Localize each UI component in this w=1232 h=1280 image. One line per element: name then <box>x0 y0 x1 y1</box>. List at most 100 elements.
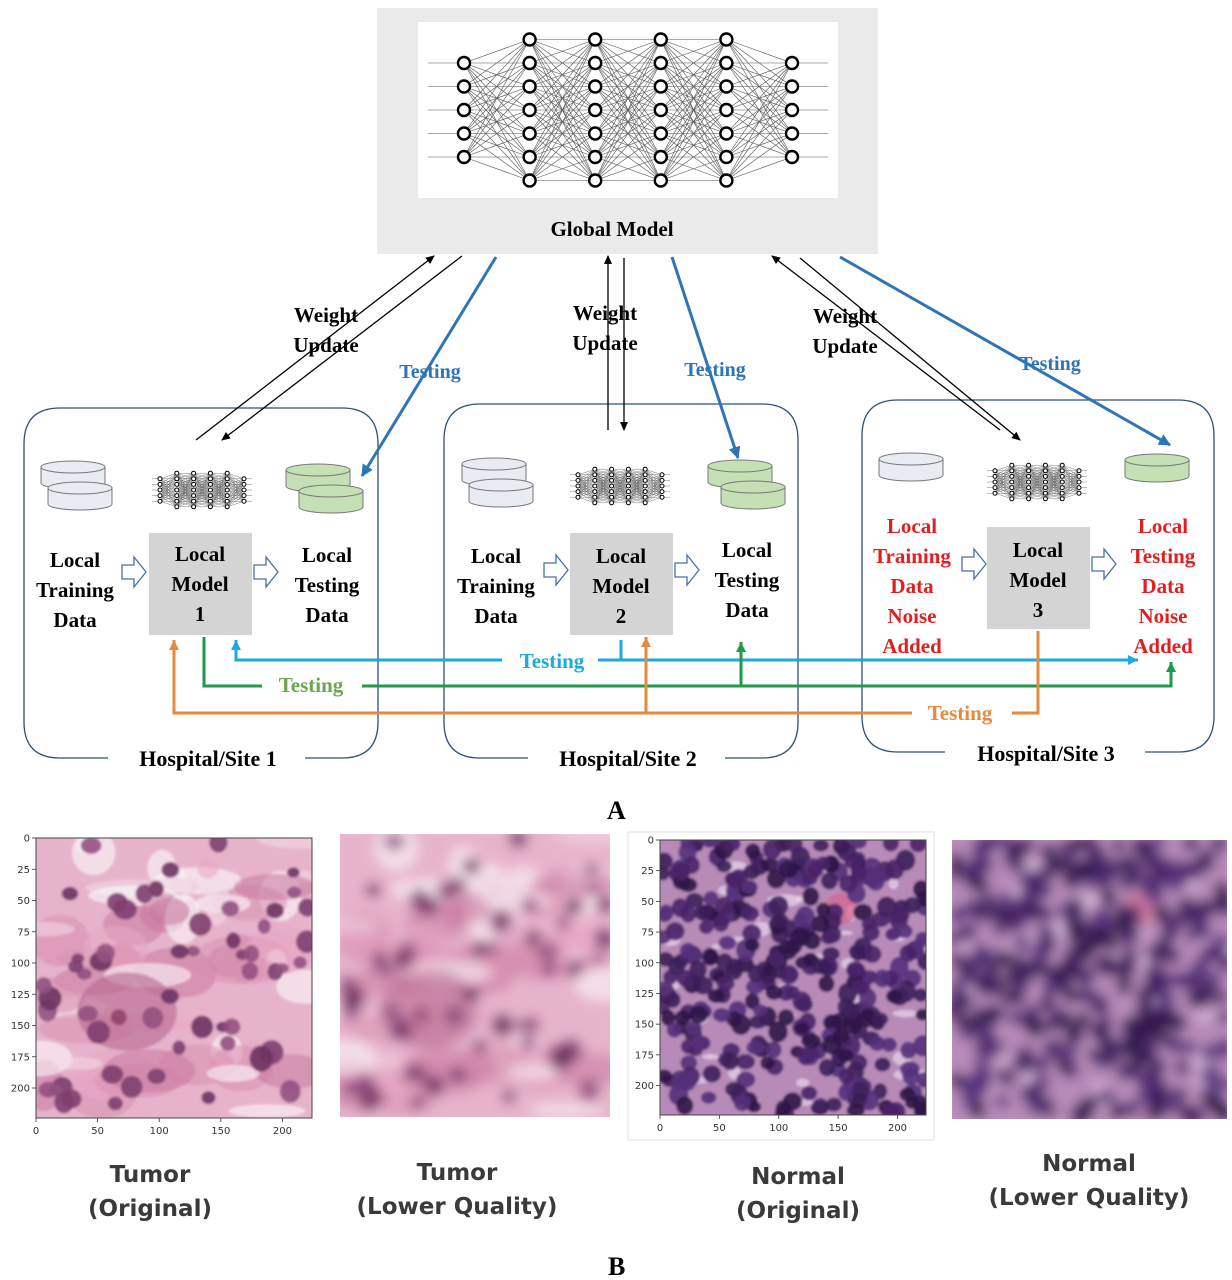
local-models <box>149 527 1090 635</box>
x-tick-label: 50 <box>713 1123 726 1134</box>
y-tick-label: 200 <box>11 1084 30 1095</box>
y-tick-label: 175 <box>11 1052 30 1063</box>
caption-normal-lowq: Normal(Lower Quality) <box>988 1151 1190 1211</box>
y-tick-label: 75 <box>17 927 30 938</box>
site-2: Hospital/Site 2 <box>443 403 799 771</box>
svg-text:Noise: Noise <box>888 604 937 628</box>
noisy-data-labels: Local Training Data Noise Added Local Te… <box>873 514 1196 658</box>
panel-a-letter: A <box>607 796 626 825</box>
x-tick-label: 50 <box>91 1126 104 1137</box>
data-cylinder-icon <box>298 484 364 514</box>
svg-text:Training: Training <box>36 578 114 602</box>
svg-text:1: 1 <box>195 602 206 626</box>
svg-text:2: 2 <box>616 604 627 628</box>
cross-testing-cyan-label: Testing <box>520 649 585 673</box>
local-model-labels: Local Model 1 Local Model 2 Local Model … <box>171 538 1066 628</box>
y-tick-label: 100 <box>11 959 30 970</box>
y-tick-label: 0 <box>24 834 30 845</box>
svg-text:Update: Update <box>293 333 358 357</box>
data-cylinders <box>40 452 1190 514</box>
svg-text:Data: Data <box>1141 574 1185 598</box>
svg-text:Weight: Weight <box>294 303 358 327</box>
y-tick-label: 50 <box>17 896 30 907</box>
svg-text:Data: Data <box>890 574 934 598</box>
svg-text:Testing: Testing <box>715 568 780 592</box>
svg-text:Local: Local <box>887 514 937 538</box>
x-tick-label: 150 <box>829 1123 848 1134</box>
svg-text:Weight: Weight <box>573 301 637 325</box>
x-tick-label: 200 <box>888 1123 907 1134</box>
svg-text:Local: Local <box>175 542 225 566</box>
global-model-label: Global Model <box>550 217 673 241</box>
flow-arrow-icon <box>961 547 987 581</box>
svg-text:Noise: Noise <box>1139 604 1188 628</box>
svg-text:Added: Added <box>882 634 942 658</box>
x-tick-label: 0 <box>33 1126 39 1137</box>
flow-arrow-icon <box>543 553 569 587</box>
caption-normal-original: Normal(Original) <box>736 1164 860 1224</box>
y-tick-label: 25 <box>17 865 30 876</box>
data-cylinder-icon <box>468 478 534 508</box>
panel-b-letter: B <box>608 1252 626 1280</box>
svg-text:Update: Update <box>812 334 877 358</box>
svg-text:Local: Local <box>596 544 646 568</box>
local-network-icon <box>987 462 1087 502</box>
svg-text:3: 3 <box>1033 598 1044 622</box>
data-labels: Local Training Data Local Testing Data L… <box>36 538 780 632</box>
flow-arrow-icon <box>121 555 147 589</box>
svg-text:Data: Data <box>53 608 97 632</box>
global-network-icon <box>428 32 828 188</box>
local-network-icons <box>152 462 1087 510</box>
caption-tumor-original: Tumor(Original) <box>88 1162 212 1222</box>
site-1-label: Hospital/Site 1 <box>139 746 277 771</box>
svg-text:Local: Local <box>1013 538 1063 562</box>
y-tick-label: 175 <box>635 1050 654 1061</box>
flow-arrow-icon <box>1091 547 1117 581</box>
data-cylinder-icon <box>47 481 113 511</box>
cross-testing-cyan <box>231 640 1138 665</box>
svg-text:Training: Training <box>873 544 951 568</box>
svg-text:Weight: Weight <box>813 304 877 328</box>
x-tick-label: 100 <box>150 1126 169 1137</box>
svg-text:Data: Data <box>725 598 769 622</box>
global-testing-labels: Testing Testing Testing <box>399 353 1081 383</box>
flow-arrows <box>121 547 1117 589</box>
site-3-label: Hospital/Site 3 <box>977 741 1115 766</box>
svg-text:Testing: Testing <box>1131 544 1196 568</box>
svg-text:Added: Added <box>1133 634 1193 658</box>
cross-testing-orange <box>169 631 1040 715</box>
data-cylinder-icon <box>1124 453 1190 483</box>
y-tick-label: 0 <box>648 836 654 847</box>
y-tick-label: 50 <box>641 897 654 908</box>
cross-testing-green-label: Testing <box>279 673 344 697</box>
y-tick-label: 150 <box>635 1020 654 1031</box>
y-tick-label: 100 <box>635 958 654 969</box>
weight-update-arrows <box>195 255 1021 441</box>
svg-text:Testing: Testing <box>399 361 461 383</box>
y-tick-label: 200 <box>635 1081 654 1092</box>
svg-text:Local: Local <box>50 548 100 572</box>
local-network-icon <box>570 466 670 506</box>
data-cylinder-icon <box>720 480 786 510</box>
y-tick-label: 75 <box>641 928 654 939</box>
svg-text:Data: Data <box>474 604 518 628</box>
svg-text:Model: Model <box>1009 568 1066 592</box>
svg-text:Model: Model <box>171 572 228 596</box>
tumor-lowq-image <box>340 834 610 1117</box>
y-tick-label: 150 <box>11 1021 30 1032</box>
data-cylinder-icon <box>878 452 944 482</box>
x-tick-label: 0 <box>657 1123 663 1134</box>
caption-tumor-lowq: Tumor(Lower Quality) <box>356 1160 558 1220</box>
flow-arrow-icon <box>674 553 700 587</box>
y-tick-label: 25 <box>641 866 654 877</box>
svg-text:Data: Data <box>305 603 349 627</box>
svg-text:Testing: Testing <box>684 359 746 381</box>
global-testing-arrows <box>360 255 1171 477</box>
svg-text:Model: Model <box>592 574 649 598</box>
site-1: Hospital/Site 1 <box>23 407 379 771</box>
svg-text:Update: Update <box>572 331 637 355</box>
site-3: Hospital/Site 3 <box>861 399 1215 766</box>
